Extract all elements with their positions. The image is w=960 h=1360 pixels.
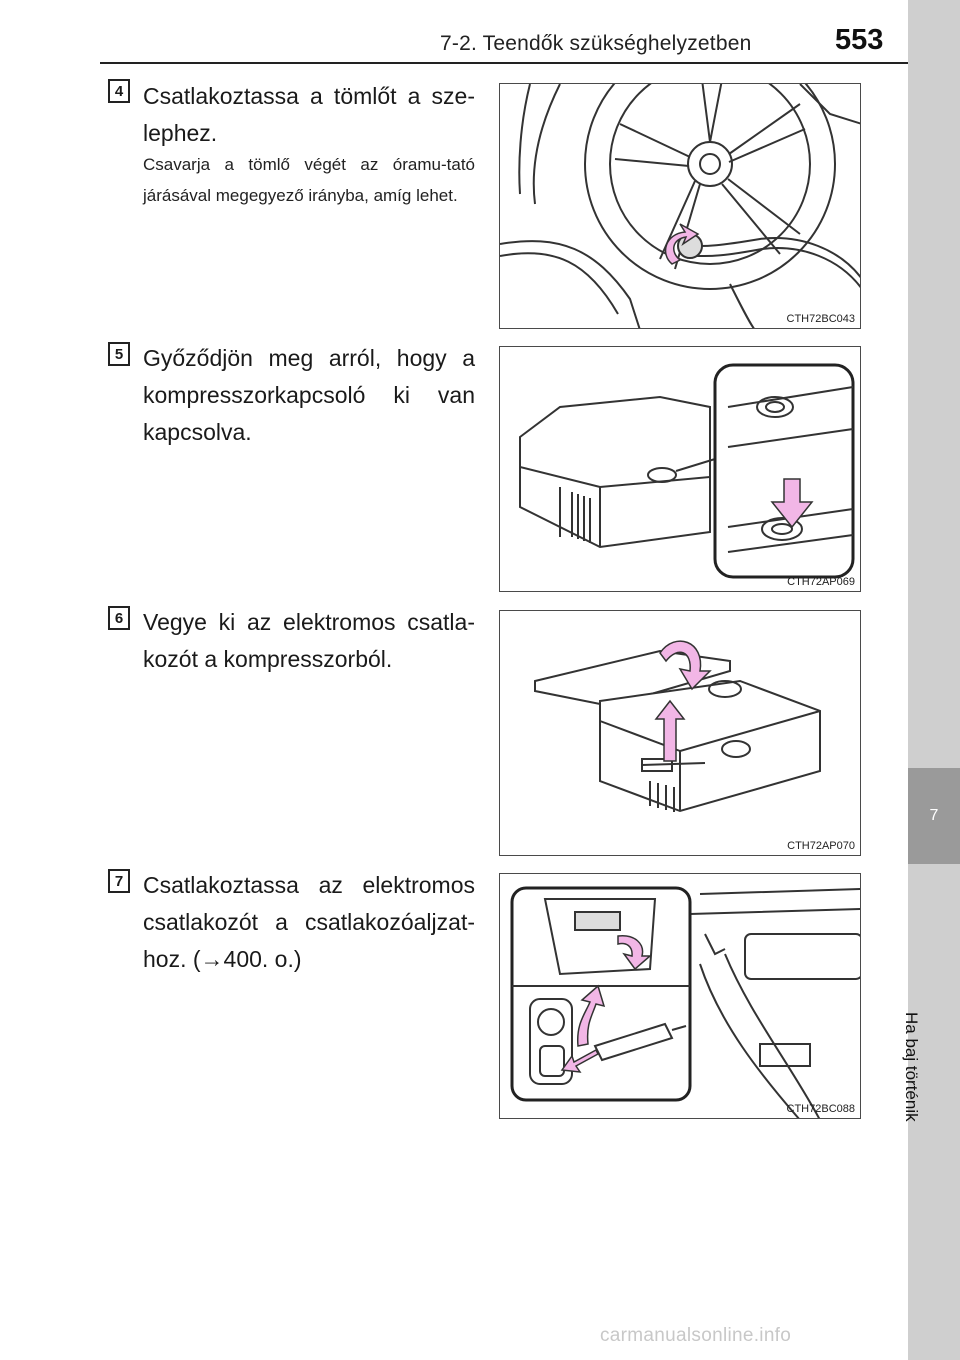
watermark: carmanualsonline.info — [600, 1325, 792, 1346]
step-5-text: Győződjön meg arról, hogy a kompresszork… — [143, 345, 475, 445]
figure-code: CTH72AP070 — [787, 840, 855, 852]
step-badge-4: 4 — [108, 79, 130, 103]
step-7-text: Csatlakoztassa az elektromos csatlakozót… — [143, 872, 475, 972]
step-4-note: Csavarja a tömlő végét az óramu-tató jár… — [143, 155, 475, 205]
compressor-switch-illustration — [519, 363, 855, 579]
figure-compressor-switch: CTH72AP069 — [499, 346, 861, 592]
chapter-side-tab — [908, 0, 960, 1360]
press-arrow-icon — [770, 478, 814, 529]
header-rule — [100, 62, 908, 64]
open-cover-arrow-icon — [617, 935, 653, 971]
valve-hose-illustration — [500, 84, 860, 328]
open-lid-arrow-icon — [659, 640, 712, 691]
step-4-text: Csatlakoztassa a tömlőt a sze-lephez. — [143, 83, 475, 146]
remove-plug-illustration — [534, 640, 821, 813]
figure-code: CTH72BC088 — [786, 1103, 855, 1115]
lift-arrow-icon — [654, 699, 686, 762]
flip-cover-arrow-icon — [576, 984, 606, 1047]
chapter-number-tab: 7 — [908, 768, 960, 864]
figure-code: CTH72BC043 — [786, 313, 855, 325]
figure-code: CTH72AP069 — [787, 576, 855, 588]
step-badge-5: 5 — [108, 342, 130, 366]
figure-remove-plug: CTH72AP070 — [499, 610, 861, 856]
power-outlet-illustration — [510, 886, 860, 1118]
insert-plug-arrow-icon — [560, 1048, 599, 1073]
figure-valve-hose: CTH72BC043 — [499, 83, 861, 329]
step-6-text: Vegye ki az elektromos csatla-kozót a ko… — [143, 609, 475, 672]
chapter-number: 7 — [929, 807, 939, 824]
section-title: 7-2. Teendők szükséghelyzetben — [440, 32, 752, 55]
step-badge-7: 7 — [108, 869, 130, 893]
page-number: 553 — [835, 24, 884, 56]
chapter-title: Ha baj történik — [902, 1012, 921, 1122]
rotate-arrow-icon — [664, 223, 700, 265]
figure-power-outlet: CTH72BC088 — [499, 873, 861, 1119]
step-badge-6: 6 — [108, 606, 130, 630]
